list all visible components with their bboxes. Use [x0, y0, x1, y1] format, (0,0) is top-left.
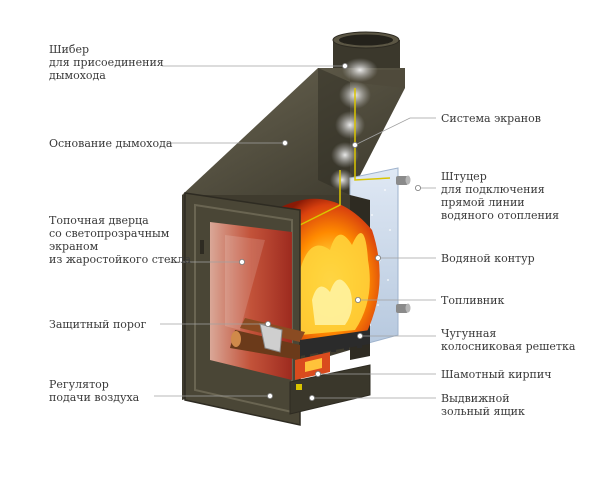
door-handle	[200, 240, 204, 254]
label-firebox-door: Топочная дверца со светопрозрачным экран…	[49, 214, 191, 266]
label-grate: Чугунная колосниковая решетка	[441, 327, 576, 353]
leader-lines	[154, 65, 436, 399]
label-air-regulator: Регулятор подачи воздуха	[49, 378, 140, 404]
leader-dots	[238, 63, 421, 401]
cast-iron-grate	[300, 330, 370, 357]
label-chimney-base: Основание дымохода	[49, 137, 173, 150]
firebrick	[295, 352, 330, 380]
label-threshold: Защитный порог	[49, 318, 147, 331]
label-fitting: Штуцер для подключения прямой линии водя…	[441, 170, 560, 222]
ash-drawer	[289, 364, 371, 415]
water-fitting-top	[396, 175, 411, 185]
label-firebox: Топливник	[441, 294, 505, 307]
label-water-circuit: Водяной контур	[441, 252, 535, 265]
protective-threshold	[259, 323, 283, 353]
label-firebrick: Шамотный кирпич	[441, 368, 552, 381]
label-screen-system: Система экранов	[441, 112, 541, 125]
screen-system-lines	[299, 88, 391, 226]
label-shiber: Шибер для присоединения дымохода	[49, 43, 164, 82]
water-fitting-bottom	[396, 303, 411, 313]
label-ash-drawer: Выдвижной зольный ящик	[441, 392, 525, 418]
smoke	[330, 58, 378, 191]
